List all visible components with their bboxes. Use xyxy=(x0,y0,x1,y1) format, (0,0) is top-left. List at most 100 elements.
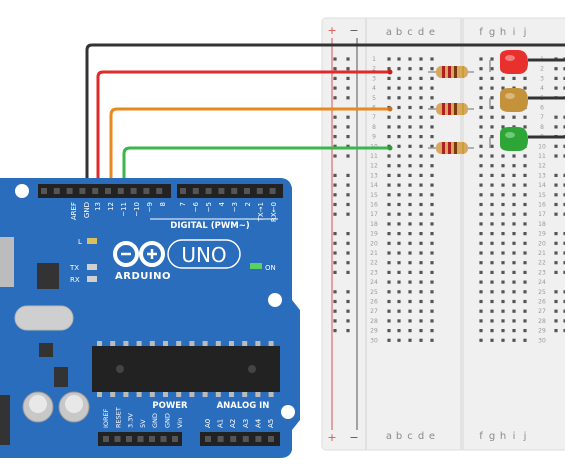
breadboard-hole[interactable] xyxy=(501,76,505,80)
breadboard-hole[interactable] xyxy=(490,251,494,255)
breadboard-hole[interactable] xyxy=(523,193,527,197)
rail-hole[interactable] xyxy=(346,67,350,71)
breadboard-hole[interactable] xyxy=(419,329,423,333)
breadboard-hole[interactable] xyxy=(419,338,423,342)
breadboard-hole[interactable] xyxy=(512,270,516,274)
breadboard-hole[interactable] xyxy=(430,76,434,80)
breadboard-hole[interactable] xyxy=(397,105,401,110)
breadboard-hole[interactable] xyxy=(387,135,391,139)
breadboard-hole[interactable] xyxy=(430,67,434,71)
breadboard-hole[interactable] xyxy=(523,222,527,226)
header-socket[interactable] xyxy=(105,188,111,194)
header-socket[interactable] xyxy=(268,436,274,442)
breadboard-hole[interactable] xyxy=(408,329,412,333)
breadboard-hole[interactable] xyxy=(419,299,423,304)
header-socket[interactable] xyxy=(92,188,99,194)
rail-hole[interactable] xyxy=(563,183,565,187)
header-socket[interactable] xyxy=(130,188,137,194)
breadboard-hole[interactable] xyxy=(512,232,516,236)
rail-hole[interactable] xyxy=(554,183,558,187)
breadboard-hole[interactable] xyxy=(479,290,483,294)
breadboard-hole[interactable] xyxy=(479,212,483,216)
breadboard-hole[interactable] xyxy=(419,222,423,226)
breadboard-hole[interactable] xyxy=(408,76,412,80)
breadboard-hole[interactable] xyxy=(387,183,391,187)
breadboard-hole[interactable] xyxy=(397,309,401,313)
breadboard-hole[interactable] xyxy=(501,232,505,236)
breadboard-hole[interactable] xyxy=(408,173,412,177)
header-socket[interactable] xyxy=(244,188,250,194)
breadboard-hole[interactable] xyxy=(479,135,483,139)
rail-hole[interactable] xyxy=(563,232,565,236)
breadboard-hole[interactable] xyxy=(523,154,527,158)
breadboard-hole[interactable] xyxy=(387,115,391,119)
rail-hole[interactable] xyxy=(563,261,565,265)
green-led[interactable] xyxy=(489,127,528,151)
breadboard-hole[interactable] xyxy=(408,280,412,284)
breadboard-hole[interactable] xyxy=(523,329,527,333)
rail-hole[interactable] xyxy=(346,144,350,148)
rail-hole[interactable] xyxy=(346,241,350,245)
breadboard-hole[interactable] xyxy=(523,309,527,313)
breadboard-hole[interactable] xyxy=(501,329,505,333)
rail-hole[interactable] xyxy=(333,319,337,323)
breadboard-hole[interactable] xyxy=(479,183,483,187)
breadboard-hole[interactable] xyxy=(387,96,391,100)
breadboard-hole[interactable] xyxy=(408,299,412,304)
breadboard-hole[interactable] xyxy=(501,193,505,197)
header-socket[interactable] xyxy=(230,436,237,442)
breadboard-hole[interactable] xyxy=(523,270,527,274)
breadboard-hole[interactable] xyxy=(387,222,391,226)
breadboard-hole[interactable] xyxy=(397,86,401,90)
rail-hole[interactable] xyxy=(333,154,337,158)
breadboard-hole[interactable] xyxy=(430,173,434,177)
breadboard-hole[interactable] xyxy=(501,202,505,207)
breadboard-hole[interactable] xyxy=(430,154,434,158)
rail-hole[interactable] xyxy=(554,299,558,304)
rail-hole[interactable] xyxy=(346,232,350,236)
breadboard-hole[interactable] xyxy=(430,222,434,226)
breadboard-hole[interactable] xyxy=(430,299,434,304)
breadboard-hole[interactable] xyxy=(512,319,516,323)
breadboard-hole[interactable] xyxy=(397,164,401,168)
rail-hole[interactable] xyxy=(554,261,558,265)
breadboard-hole[interactable] xyxy=(408,105,412,110)
breadboard-hole[interactable] xyxy=(523,280,527,284)
breadboard-hole[interactable] xyxy=(397,57,401,61)
breadboard-hole[interactable] xyxy=(387,154,391,158)
rail-hole[interactable] xyxy=(346,329,350,333)
rail-hole[interactable] xyxy=(333,270,337,274)
breadboard-hole[interactable] xyxy=(430,319,434,323)
breadboard-hole[interactable] xyxy=(408,338,412,342)
breadboard-hole[interactable] xyxy=(419,319,423,323)
breadboard-hole[interactable] xyxy=(512,299,516,304)
breadboard-hole[interactable] xyxy=(419,164,423,168)
breadboard-hole[interactable] xyxy=(397,67,401,71)
breadboard-hole[interactable] xyxy=(512,290,516,294)
rail-hole[interactable] xyxy=(554,125,558,129)
breadboard-hole[interactable] xyxy=(490,241,494,245)
breadboard-hole[interactable] xyxy=(512,338,516,342)
rail-hole[interactable] xyxy=(563,251,565,255)
breadboard-hole[interactable] xyxy=(419,173,423,177)
breadboard-hole[interactable] xyxy=(387,319,391,323)
breadboard-hole[interactable] xyxy=(501,309,505,313)
breadboard-hole[interactable] xyxy=(387,164,391,168)
breadboard-hole[interactable] xyxy=(408,319,412,323)
breadboard-hole[interactable] xyxy=(512,309,516,313)
rail-hole[interactable] xyxy=(563,299,565,304)
rail-hole[interactable] xyxy=(563,319,565,323)
breadboard-hole[interactable] xyxy=(479,319,483,323)
breadboard-hole[interactable] xyxy=(430,86,434,90)
rail-hole[interactable] xyxy=(346,115,350,119)
rail-hole[interactable] xyxy=(346,76,350,80)
breadboard-hole[interactable] xyxy=(512,251,516,255)
breadboard-hole[interactable] xyxy=(430,125,434,129)
rail-hole[interactable] xyxy=(563,115,565,119)
header-socket[interactable] xyxy=(160,436,167,442)
breadboard-hole[interactable] xyxy=(523,115,527,119)
rail-hole[interactable] xyxy=(554,241,558,245)
rail-hole[interactable] xyxy=(346,202,350,207)
breadboard-hole[interactable] xyxy=(408,67,412,71)
breadboard-hole[interactable] xyxy=(397,270,401,274)
